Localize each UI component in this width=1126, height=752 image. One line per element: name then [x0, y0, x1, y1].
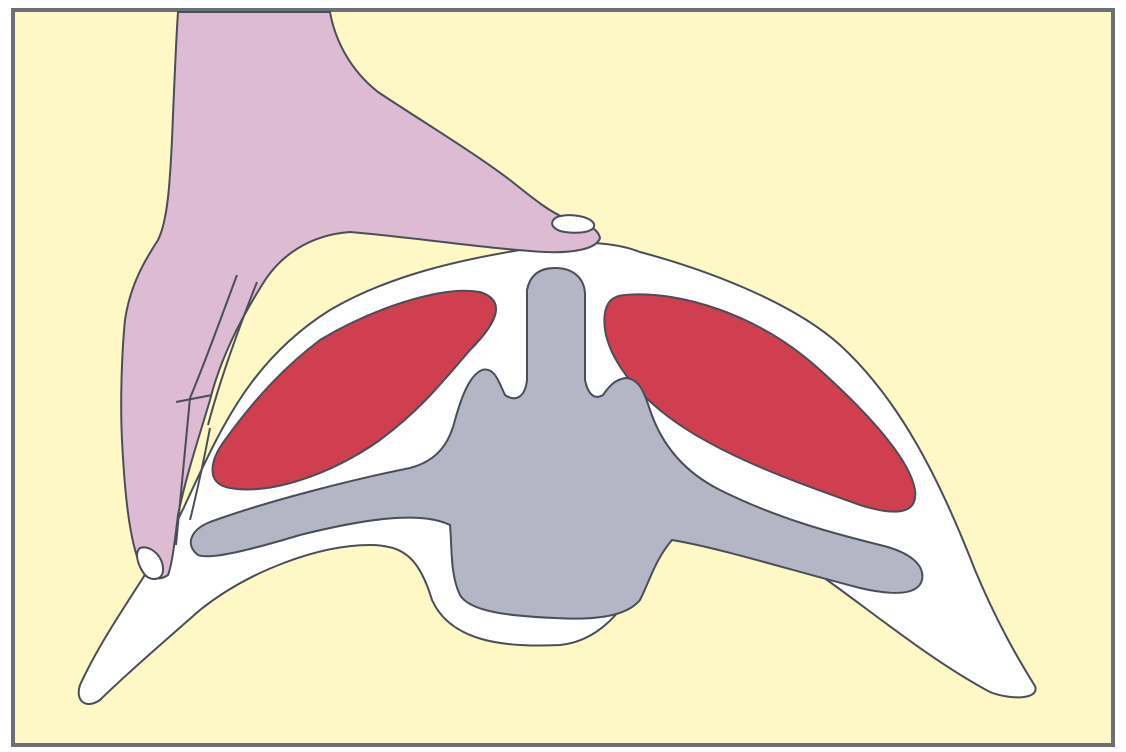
thumb-nail: [552, 215, 594, 232]
